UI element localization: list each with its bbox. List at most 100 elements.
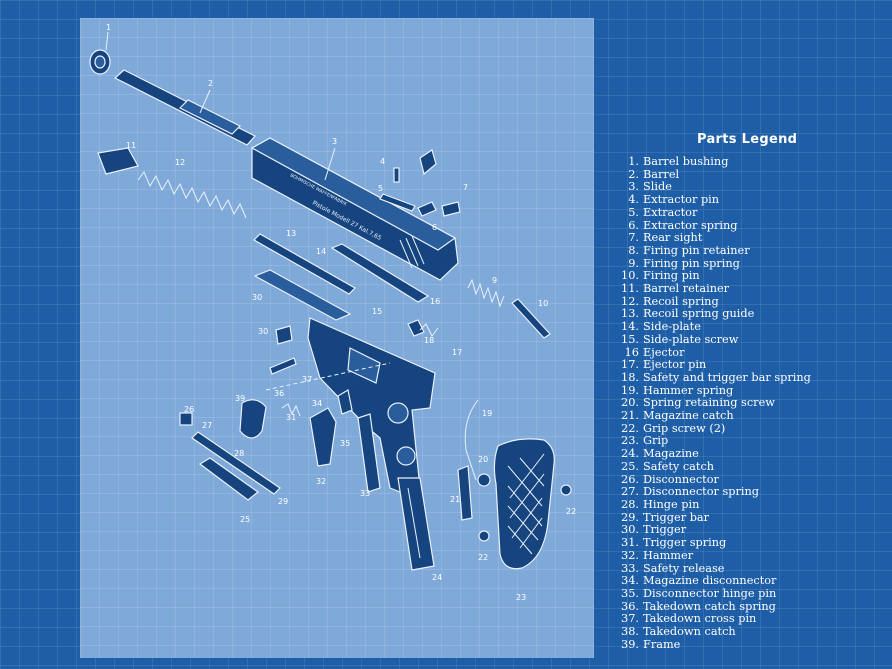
callout-31: 31 [286, 413, 296, 422]
legend-item-number: 25. [621, 459, 639, 473]
legend-item: 23.Grip [620, 435, 882, 448]
legend-item: 30.Trigger [620, 524, 882, 537]
callout-20: 20 [478, 455, 488, 464]
legend-item-number: 16 [624, 345, 639, 359]
callout-3: 3 [332, 137, 337, 146]
legend-item-number: 26. [621, 472, 639, 486]
rear-sight [441, 201, 461, 217]
legend-item-label: Trigger spring [643, 536, 727, 550]
callout-6: 6 [432, 223, 437, 232]
legend-item: 15. Side-plate screw [620, 332, 882, 347]
legend-item: 5. Extractor [620, 205, 882, 220]
callout-24: 24 [432, 573, 442, 582]
legend-item-number: 12. [621, 294, 639, 308]
recoil-spring-guide [253, 233, 356, 295]
legend-item: 2. Barrel [620, 167, 882, 182]
recoil-spring [137, 171, 247, 219]
callout-22a: 22 [478, 553, 488, 562]
callout-16: 16 [430, 297, 440, 306]
legend-item-label: Side-plate screw [643, 332, 739, 346]
legend-item-number: 37. [621, 612, 639, 626]
legend-item-label: Recoil spring [643, 294, 719, 308]
legend-item-label: Takedown cross pin [643, 612, 757, 626]
legend-item: 38.Takedown catch [620, 625, 882, 639]
legend-item-number: 2. [628, 167, 639, 181]
safety-release [357, 413, 381, 493]
legend-item-label: Extractor pin [643, 193, 720, 207]
legend-item-number: 19. [621, 383, 639, 397]
legend-item-label: Grip screw (2) [643, 421, 726, 435]
legend-item: 1.Barrel bushing [620, 155, 882, 169]
legend-item: 6.Extractor spring [620, 219, 882, 233]
callout-26: 26 [184, 405, 194, 414]
callout-12: 12 [175, 158, 185, 167]
legend-item-number: 11. [621, 282, 639, 296]
callout-4: 4 [380, 157, 385, 166]
legend-item: 22.Grip screw (2) [620, 421, 882, 436]
legend-item-label: Barrel [643, 167, 680, 181]
legend-item-label: Extractor [643, 205, 698, 219]
legend-item-number: 36. [621, 599, 639, 613]
legend-item-number: 17. [621, 358, 639, 372]
legend-item-label: Hinge pin [643, 497, 700, 511]
legend-item: 20.Spring retaining screw [620, 397, 882, 410]
legend-item: 3.Slide [620, 181, 882, 194]
legend-item-number: 39. [621, 637, 639, 651]
takedown-catch-spring [269, 357, 297, 375]
legend-item-label: Grip [643, 434, 669, 448]
callout-30b: 30 [258, 327, 268, 336]
legend-item: 9.Firing pin spring [620, 257, 882, 271]
legend-item-number: 15. [621, 332, 639, 346]
legend-item-label: Trigger bar [643, 510, 710, 524]
hammer [309, 407, 337, 467]
hammer-spring [464, 399, 479, 481]
callout-17: 17 [452, 348, 462, 357]
side-plate [330, 243, 430, 303]
callout-19: 19 [482, 409, 492, 418]
legend-item: 32.Hammer [620, 548, 882, 563]
callout-27: 27 [202, 421, 212, 430]
legend-item-number: 31. [621, 536, 639, 550]
frame-rail [253, 269, 352, 321]
legend-item-number: 33. [621, 561, 639, 575]
legend-item: 17. Ejector pin [620, 358, 882, 372]
callout-35: 35 [340, 439, 350, 448]
callout-14: 14 [316, 247, 326, 256]
legend-item: 31. Trigger spring [620, 536, 882, 550]
legend-item-number: 14. [621, 320, 639, 334]
legend-item-number: 5. [628, 205, 639, 219]
firing-pin-spring [467, 278, 505, 308]
legend-item-number: 24. [621, 447, 639, 461]
legend-item-number: 13. [621, 307, 639, 321]
callout-33: 33 [360, 489, 370, 498]
legend-item-label: Safety catch [643, 459, 715, 473]
safety-and-trigger-bar-spring [419, 323, 439, 337]
legend-item: 7.Rear sight [620, 231, 882, 245]
legend-item-number: 20. [621, 396, 639, 410]
grip [493, 438, 555, 570]
takedown-catch [239, 399, 267, 439]
legend-item: 29.Trigger bar [620, 510, 882, 525]
legend-item-label: Hammer [643, 548, 694, 562]
legend-item-label: Side-plate [643, 320, 701, 334]
legend-item-label: Barrel bushing [643, 155, 729, 168]
legend-item-number: 30. [621, 523, 639, 537]
legend-item-label: Frame [643, 637, 681, 651]
legend-item-label: Ejector pin [643, 358, 707, 372]
legend-item: 37. Takedown cross pin [620, 612, 882, 626]
legend-item-label: Disconnector [643, 472, 719, 486]
legend-item-label: Recoil spring guide [643, 307, 755, 321]
legend-item-label: Hammer spring [643, 383, 734, 397]
legend-item-label: Safety and trigger bar spring [643, 370, 811, 384]
exploded-view-drawing: 1 2 Pistole Modell 27 Kal.7,65 BOHMISCHE… [89, 23, 576, 602]
legend-item: 35.Disconnector hinge pin [620, 586, 882, 601]
callout-22b: 22 [566, 507, 576, 516]
legend-item-number: 7. [628, 231, 639, 245]
barrel [113, 69, 256, 146]
legend-item-label: Disconnector hinge pin [643, 586, 777, 600]
callout-37: 37 [302, 375, 312, 384]
exploded-view-panel: 1 2 Pistole Modell 27 Kal.7,65 BOHMISCHE… [80, 18, 594, 658]
disconnector [179, 412, 193, 426]
legend-item-number: 10. [621, 269, 639, 283]
magazine-catch [457, 465, 473, 521]
